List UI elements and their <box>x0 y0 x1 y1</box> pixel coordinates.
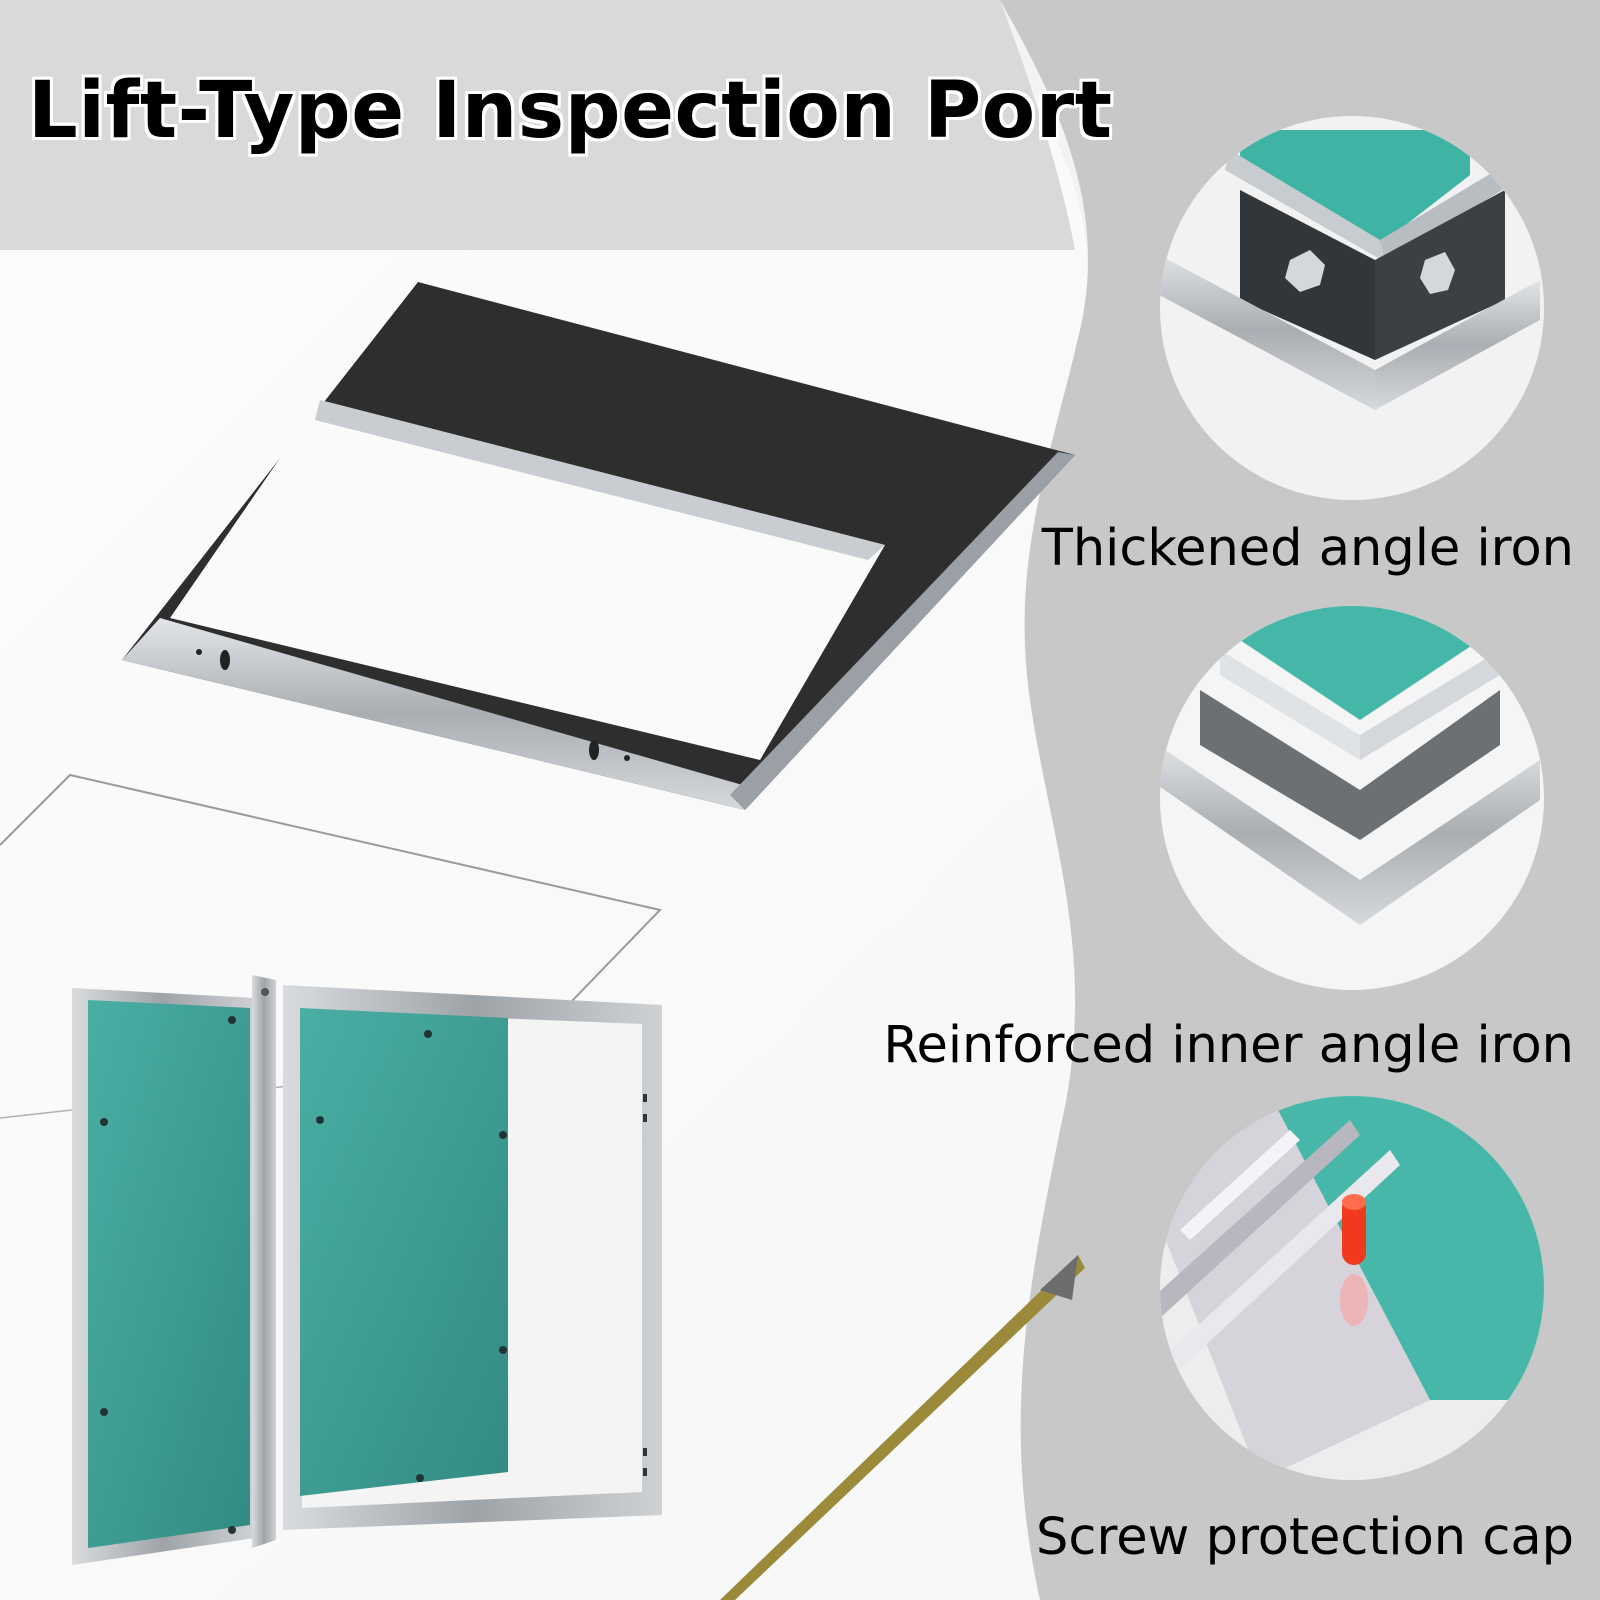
page-title: Lift-Type Inspection Port <box>28 66 1113 156</box>
detail-screw-cap-image <box>1160 1096 1544 1480</box>
detail-angle-iron-image <box>1160 116 1544 500</box>
feature-caption-inner-angle-iron: Reinforced inner angle iron <box>883 1016 1574 1075</box>
feature-caption-screw-cap: Screw protection cap <box>1036 1508 1574 1567</box>
feature-caption-angle-iron: Thickened angle iron <box>1041 519 1574 578</box>
access-panel-image <box>72 975 662 1565</box>
ceiling-opening-image <box>122 282 1075 810</box>
detail-inner-angle-iron-image <box>1160 606 1544 990</box>
